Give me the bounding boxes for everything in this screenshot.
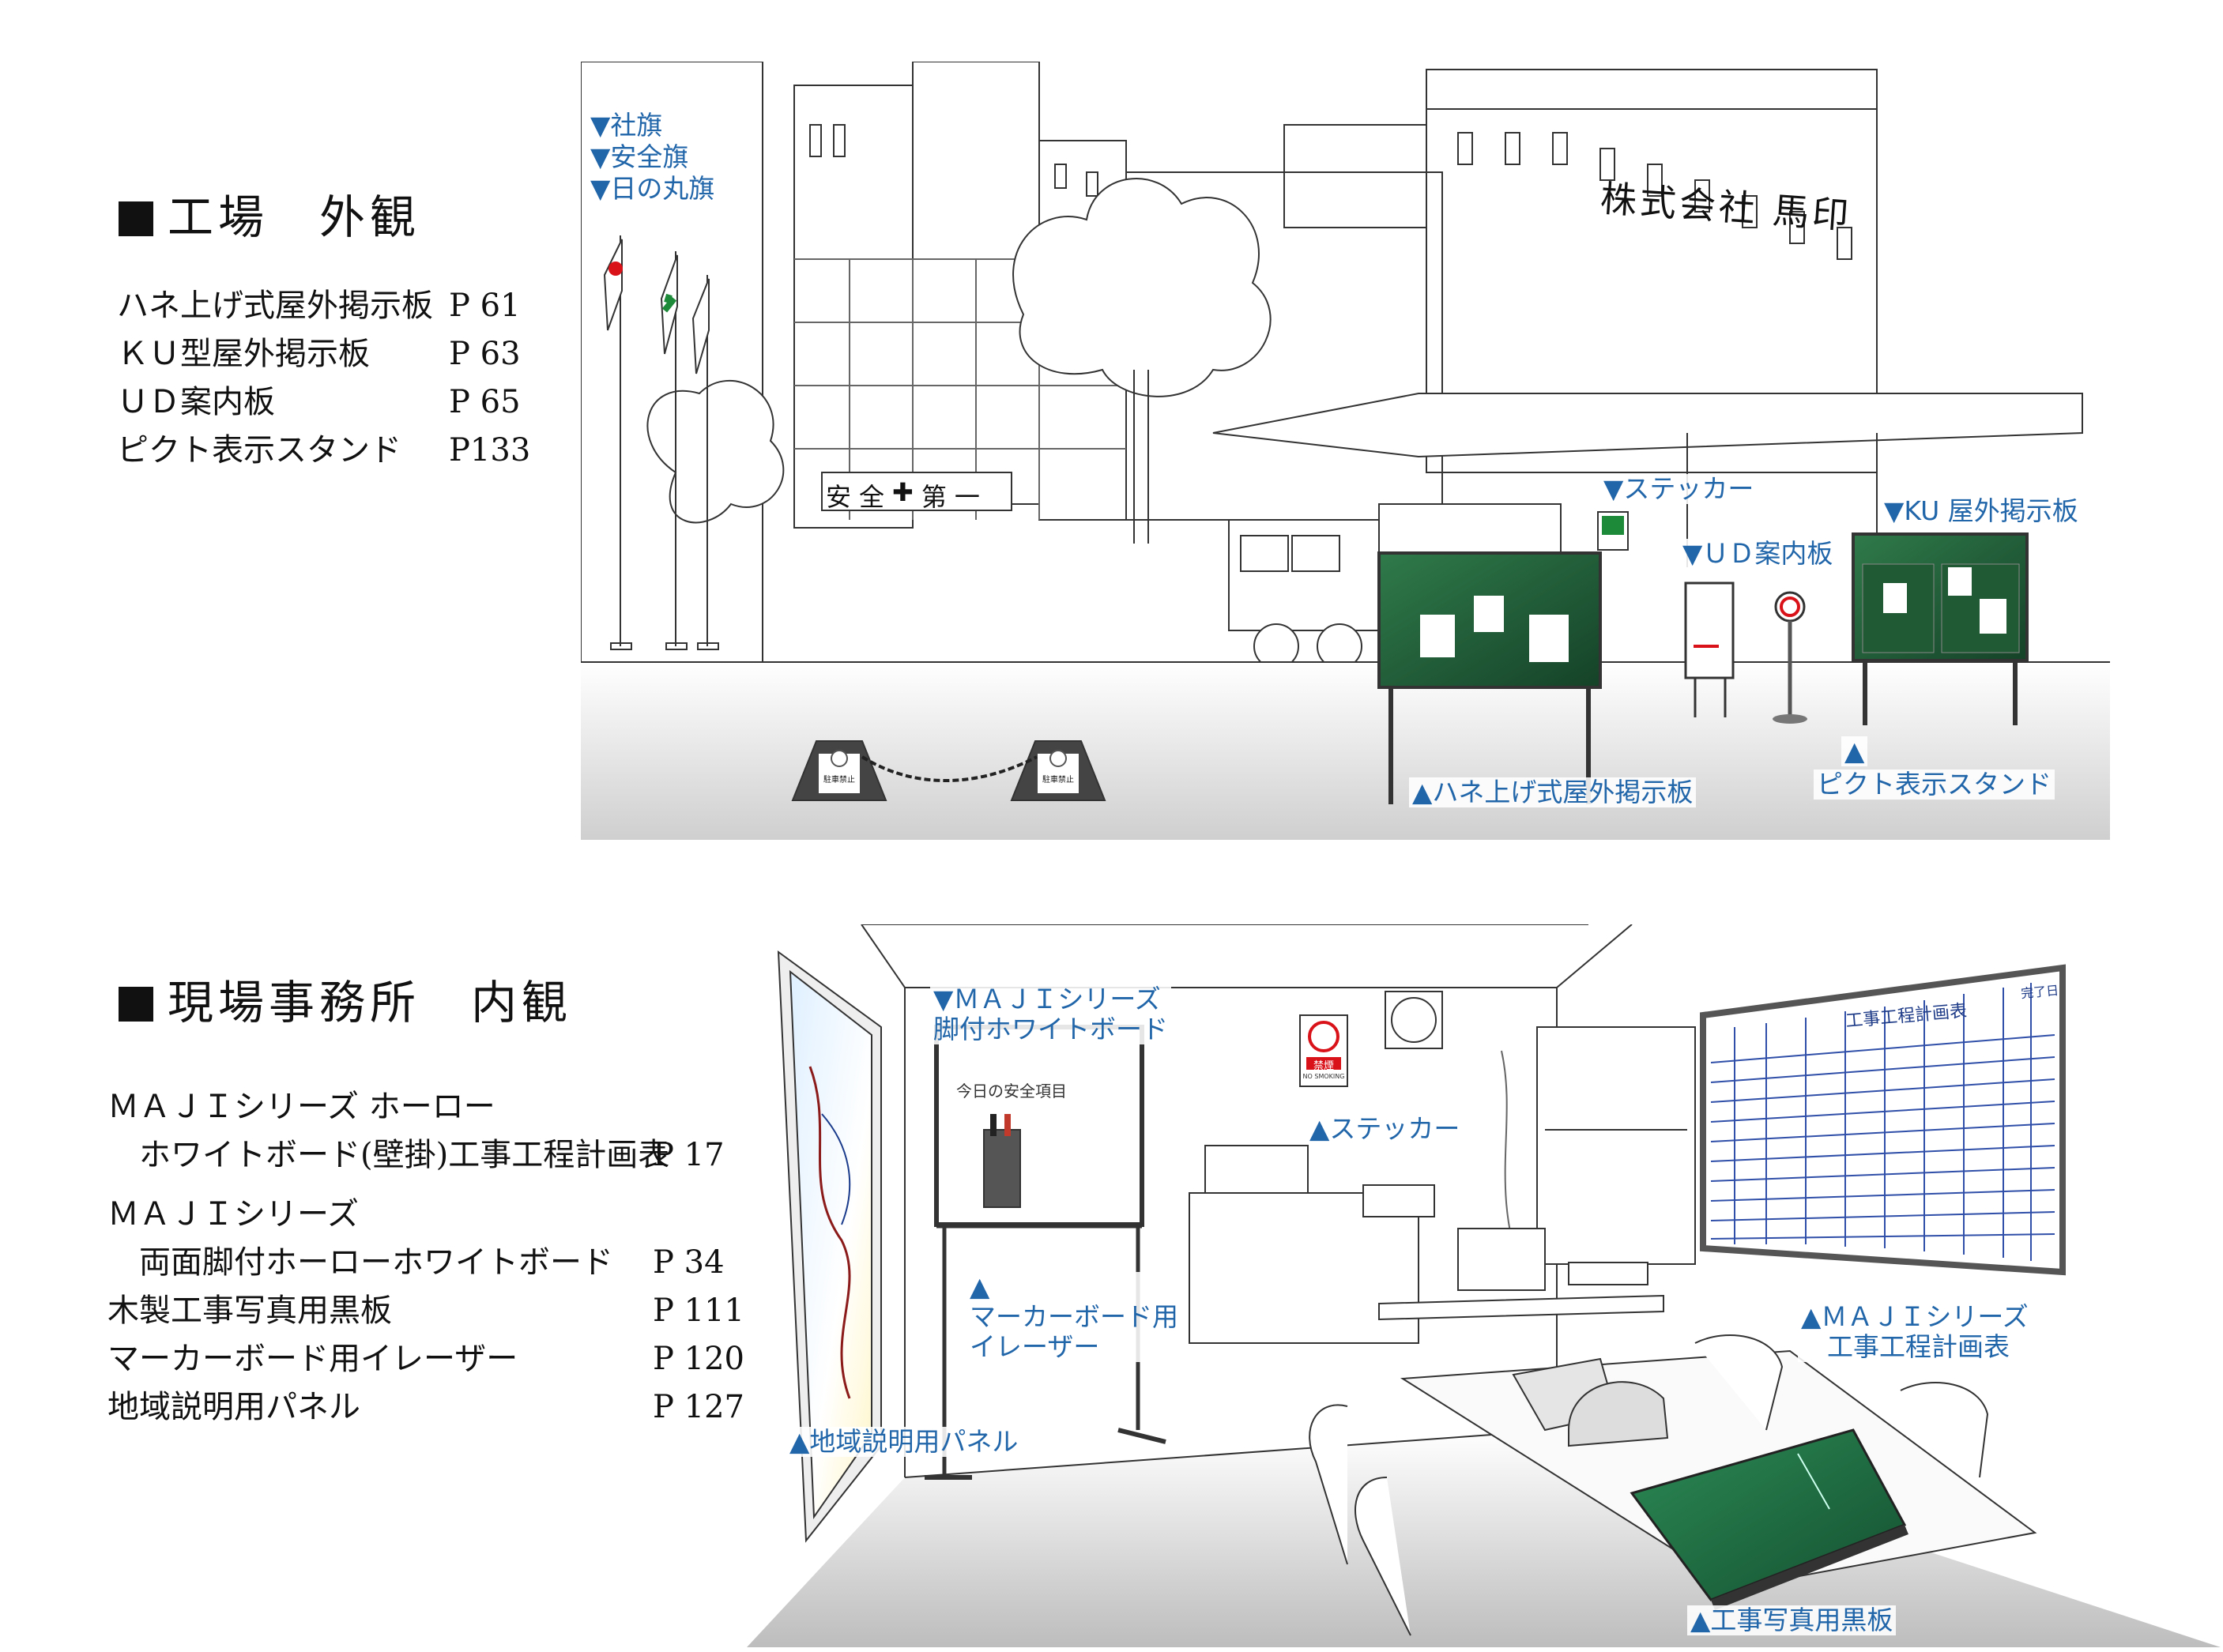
catalog-item-name: ＭＡＪＩシリーズ ホーロー (107, 1089, 495, 1125)
square-bullet-icon (119, 987, 153, 1022)
label-ud-board: ▼ＵＤ案内板 (1679, 539, 1837, 569)
label-ku-board: ▼KU 屋外掲示板 (1881, 496, 2082, 526)
banner-char: 全 (859, 482, 885, 512)
catalog-item-name: マーカーボード用イレーザー (107, 1341, 518, 1377)
ud-board (1684, 581, 1735, 717)
factory-drawing (581, 62, 2110, 840)
label-pict-stand: ピクト表示スタンド (1814, 770, 2055, 800)
label-photo-blackboard: ▲工事写真用黒板 (1687, 1605, 1897, 1635)
schedule-board (1700, 964, 2066, 1276)
label-safety-flag: ▼安全旗 (587, 142, 692, 172)
catalog-row: 地域説明用パネル P 127 (107, 1383, 744, 1432)
catalog-row: ＭＡＪＩシリーズ ホーロー (107, 1083, 744, 1131)
cross-icon: ✚ (892, 477, 914, 507)
catalog-item-page: P 127 (653, 1389, 744, 1425)
safety-banner (821, 472, 1012, 511)
office-drawing (747, 924, 2221, 1647)
hinomaru-flag (603, 239, 623, 331)
label-hinomaru-flag: ▼日の丸旗 (587, 174, 718, 204)
office-heading-text: 現場事務所 内観 (168, 976, 573, 1029)
catalog-item-page: P 111 (653, 1293, 744, 1329)
company-flag (691, 278, 710, 374)
catalog-row: 木製工事写真用黒板 P 111 (107, 1287, 744, 1335)
catalog-row: ＫＵ型屋外掲示板 P 63 (117, 330, 530, 378)
window (1536, 1026, 1696, 1265)
catalog-item-name: ＵＤ案内板 (117, 384, 275, 420)
label-sticker: ▼ステッカー (1600, 474, 1758, 504)
catalog-item-name: 木製工事写真用黒板 (107, 1293, 392, 1329)
hane-board (1377, 551, 1602, 804)
catalog-item-page: P 34 (653, 1244, 725, 1281)
catalog-row: ピクト表示スタンド P133 (117, 427, 530, 475)
catalog-item-page: P 61 (449, 288, 521, 324)
main-building (1426, 69, 1878, 473)
no-smoking-en: NO SMOKING (1302, 1073, 1345, 1080)
catalog-item-page: P 63 (449, 336, 521, 372)
label-eraser: ▲ マーカーボード用 イレーザー (966, 1272, 1181, 1362)
factory-heading-text: 工場 外観 (168, 190, 421, 244)
pict-stand (1773, 591, 1807, 724)
whiteboard-text: 今日の安全項目 (956, 1082, 1067, 1101)
catalog-item-name: ホワイトボード(壁掛)工事工程計画表 (107, 1137, 670, 1173)
helmet (1568, 1381, 1669, 1447)
banner-char: 一 (954, 482, 980, 512)
catalog-row: 両面脚付ホーローホワイトボード P 34 (107, 1239, 744, 1287)
factory-illustration: 株式会社 馬印 安 全 ✚ 第 一 駐車禁止 駐車禁止 ▼社旗 ▼安全旗 ▼日の… (581, 62, 2110, 840)
office-heading: 現場事務所 内観 (119, 965, 572, 1032)
tree-drawing (1012, 178, 1272, 397)
catalog-row: マーカーボード用イレーザー P 120 (107, 1335, 744, 1383)
label-company-flag: ▼社旗 (587, 111, 666, 141)
maji-whiteboard (934, 1025, 1144, 1227)
label-maji-whiteboard: ▼ＭＡＪＩシリーズ 脚付ホワイトボード (930, 984, 1171, 1044)
ku-board (1852, 532, 2029, 725)
label-pict-arrow: ▲ (1841, 736, 1868, 766)
catalog-row: ハネ上げ式屋外掲示板 P 61 (117, 282, 530, 330)
banner-char: 安 (826, 482, 852, 512)
square-bullet-icon (119, 201, 153, 236)
cone-sign-left: 駐車禁止 (823, 776, 855, 785)
catalog-item-name: ＫＵ型屋外掲示板 (117, 336, 370, 372)
catalog-item-page: P 120 (653, 1341, 744, 1377)
photo-blackboard (1630, 1428, 1908, 1610)
safety-banner-text: 安 全 ✚ 第 一 (826, 477, 980, 514)
cone-sign-right: 駐車禁止 (1042, 776, 1074, 785)
catalog-row: ＭＡＪＩシリーズ (107, 1191, 744, 1239)
label-schedule-board: ▲ＭＡＪＩシリーズ 工事工程計画表 (1798, 1302, 2032, 1362)
schedule-done: 完了日 (2020, 982, 2059, 1002)
banner-char: 第 (921, 482, 947, 512)
catalog-row: ＵＤ案内板 P 65 (117, 378, 530, 427)
catalog-item-page: P 17 (653, 1137, 725, 1173)
catalog-item-page: P 65 (449, 384, 521, 420)
catalog-item-name: 地域説明用パネル (107, 1389, 360, 1425)
label-regional-panel: ▲地域説明用パネル (786, 1427, 1022, 1457)
no-smoking-text: 禁煙 (1313, 1060, 1334, 1072)
label-sticker: ▲ステッカー (1306, 1114, 1464, 1144)
laptop (1457, 1228, 1546, 1291)
factory-catalog: ハネ上げ式屋外掲示板 P 61 ＫＵ型屋外掲示板 P 63 ＵＤ案内板 P 65 ピク… (117, 282, 530, 475)
catalog-item-name: ＭＡＪＩシリーズ (107, 1196, 359, 1232)
catalog-item-name: ピクト表示スタンド (117, 432, 401, 469)
truck (1228, 519, 1388, 631)
catalog-item-name: 両面脚付ホーローホワイトボード (107, 1244, 613, 1281)
catalog-item-name: ハネ上げ式屋外掲示板 (117, 288, 433, 324)
label-hane-board: ▲ハネ上げ式屋外掲示板 (1409, 777, 1697, 807)
factory-heading: 工場 外観 (119, 180, 420, 246)
office-illustration: 今日の安全項目 禁煙 NO SMOKING 工事工程計画表 完了日 ▼ＭＡＪＩシ… (747, 924, 2221, 1647)
catalog-item-page: P133 (449, 432, 531, 469)
